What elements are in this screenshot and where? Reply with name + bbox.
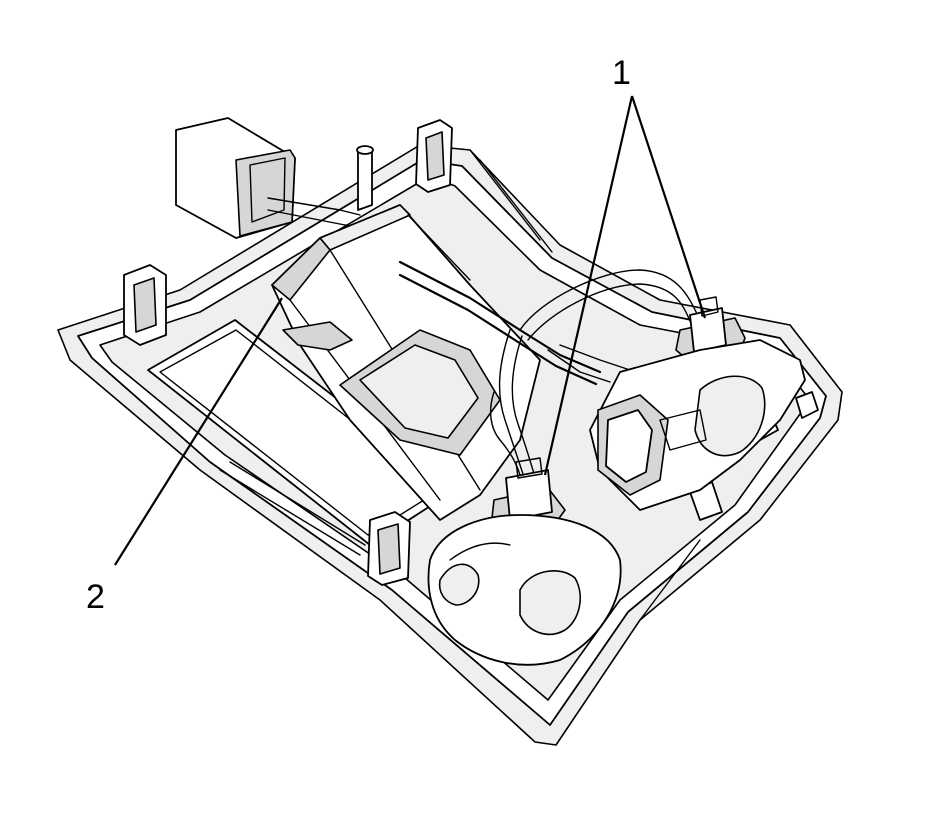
right-module xyxy=(589,339,806,511)
callout-label-1: 1 xyxy=(612,54,631,92)
retaining-clips xyxy=(123,119,819,609)
rear-connector xyxy=(175,117,371,239)
callout-label-2: 2 xyxy=(86,578,105,616)
wire-harness xyxy=(398,260,701,481)
callout-leaders xyxy=(114,95,707,566)
leader-1-to-center-connector xyxy=(543,95,634,476)
front-bulb-housing xyxy=(427,514,622,666)
lamp-module xyxy=(271,204,541,521)
leader-2-to-lamp-module xyxy=(114,297,283,566)
rear-pin xyxy=(356,145,374,211)
front-detail-lines xyxy=(219,149,701,621)
callout-labels: 1 2 xyxy=(86,54,631,616)
leader-1-to-right-connector xyxy=(630,95,707,319)
